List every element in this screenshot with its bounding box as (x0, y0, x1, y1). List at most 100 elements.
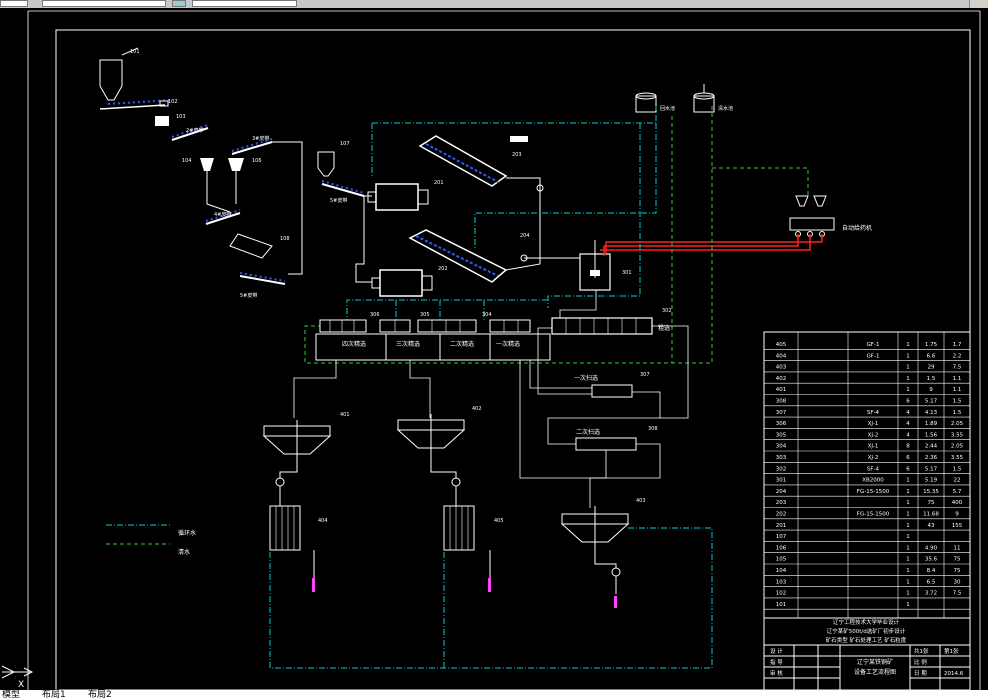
table-cell-model: XJ-1 (868, 421, 879, 427)
table-cell-no: 304 (776, 444, 787, 450)
table-cell-qty: 1 (906, 489, 910, 495)
crushing-section: 101 102 103 2#皮带 104 106 3#皮带 4#皮带 108 5… (99, 47, 303, 299)
table-cell-no: 107 (776, 534, 787, 540)
drawing-name-1: 辽宁某铁铜矿 (857, 658, 893, 666)
table-cell-qty: 1 (906, 500, 910, 506)
table-cell-qty: 1 (906, 534, 910, 540)
table-cell-total: 2.05 (951, 421, 964, 427)
table-cell-qty: 1 (906, 365, 910, 371)
table-cell-qty: 1 (906, 512, 910, 518)
table-cell-power: 5.19 (925, 478, 938, 484)
tab-layout1[interactable]: 布局1 (42, 690, 66, 700)
table-cell-qty: 1 (906, 602, 910, 608)
table-cell-model: XJ-1 (868, 444, 879, 450)
table-cell-no: 404 (776, 353, 787, 359)
label-thick401: 401 (340, 412, 350, 418)
label-thick403: 403 (636, 498, 646, 504)
label-306: 306 (370, 312, 380, 318)
scroll-corner[interactable] (969, 0, 988, 8)
table-cell-qty: 8 (906, 444, 910, 450)
table-cell-model: XJ-2 (868, 432, 879, 438)
toolbar-field-2[interactable] (42, 0, 166, 7)
table-cell-no: 303 (776, 455, 787, 461)
flowsheet-drawing: 101 102 103 2#皮带 104 106 3#皮带 4#皮带 108 5… (0, 8, 988, 690)
table-cell-no: 105 (776, 557, 787, 563)
table-cell-no: 104 (776, 568, 787, 574)
toolbar-icon[interactable] (172, 0, 186, 7)
table-cell-power: 1.5 (927, 376, 936, 382)
label-305: 305 (420, 312, 430, 318)
text-clean3: 四次精选 (342, 340, 366, 348)
table-cell-total: 1.5 (953, 410, 962, 416)
label-bin: 101 (130, 49, 140, 55)
table-cell-total: 2.2 (953, 353, 962, 359)
label-conveyor3: 3#皮带 (252, 135, 269, 142)
table-cell-total: 75 (954, 568, 961, 574)
label-conveyor2: 2#皮带 (186, 127, 203, 134)
label-conveyor4: 4#皮带 (214, 211, 231, 218)
table-cell-power: 5.17 (925, 466, 938, 472)
label-conveyor5: 5#皮带 (240, 292, 257, 299)
circulating-water-lines (106, 106, 657, 526)
label-filter405: 405 (494, 518, 504, 524)
table-cell-no: 106 (776, 545, 787, 551)
legend-cyan-label: 循环水 (178, 529, 196, 537)
layout-tabs: 模型 布局1 布局2 (0, 690, 988, 700)
table-cell-no: 301 (776, 478, 787, 484)
legend: 循环水 清水 (178, 529, 196, 556)
table-cell-total: 3.55 (951, 455, 964, 461)
table-cell-power: 43 (928, 523, 935, 529)
label-tank-fresh: 清水池 (718, 105, 733, 112)
table-cell-total: 7.5 (953, 365, 962, 371)
toolbar-field-3[interactable] (192, 0, 297, 7)
table-cell-no: 405 (776, 342, 787, 348)
label-302: 302 (662, 308, 672, 314)
label-feeder1: 102 (168, 99, 178, 105)
drawing-name-2: 设备工艺流程图 (854, 668, 896, 676)
table-cell-power: 75 (928, 500, 935, 506)
table-cell-total: 9 (955, 512, 959, 518)
table-cell-qty: 1 (906, 545, 910, 551)
label-mill2: 202 (438, 266, 448, 272)
label-classifier1: 203 (512, 152, 522, 158)
label-feeder2: 103 (176, 114, 186, 120)
ucs-axis-icon: X (1, 665, 34, 690)
label-crusher2: 106 (252, 158, 262, 164)
table-cell-total: 1.5 (953, 466, 962, 472)
table-cell-qty: 1 (906, 523, 910, 529)
table-cell-total: 1.5 (953, 399, 962, 405)
table-cell-model: FG-15-1500 (857, 489, 890, 495)
table-cell-model: XJ-2 (868, 455, 879, 461)
table-cell-no: 103 (776, 579, 787, 585)
scale-label: 比 例 (914, 658, 927, 666)
table-cell-power: 29 (928, 365, 935, 371)
table-cell-qty: 4 (906, 410, 910, 416)
table-cell-no: 401 (776, 387, 787, 393)
table-cell-power: 8.4 (927, 568, 936, 574)
text-scav1: 一次扫选 (574, 374, 598, 382)
tab-layout2[interactable]: 布局2 (88, 690, 112, 700)
title-line1: 辽宁工程技术大学毕业设计 (833, 618, 900, 626)
toolbar-field-1[interactable] (0, 0, 28, 7)
tab-model[interactable]: 模型 (2, 690, 21, 700)
table-cell-power: 1.75 (925, 342, 938, 348)
title-block: 辽宁工程技术大学毕业设计 辽宁某矿500t/d选矿厂初步设计 矿石类型 矿石处理… (764, 617, 970, 690)
table-cell-qty: 4 (906, 421, 910, 427)
table-cell-no: 307 (776, 410, 787, 416)
table-cell-power: 11.68 (923, 512, 939, 518)
table-cell-qty: 6 (906, 455, 910, 461)
table-cell-no: 102 (776, 591, 787, 597)
text-rougher: 粗选 (658, 324, 670, 332)
table-cell-model: FG-15-1500 (857, 512, 890, 518)
label-bin2: 107 (340, 141, 350, 147)
table-cell-model: SF-4 (867, 466, 880, 472)
table-cell-qty: 4 (906, 432, 910, 438)
table-cell-power: 35.6 (925, 557, 938, 563)
table-cell-no: 202 (776, 512, 787, 518)
table-cell-power: 3.72 (925, 591, 937, 597)
text-clean1: 一次精选 (496, 340, 520, 348)
label-filter404: 404 (318, 518, 328, 524)
table-cell-total: 30 (954, 579, 961, 585)
title-design: 设 计 (770, 647, 783, 655)
